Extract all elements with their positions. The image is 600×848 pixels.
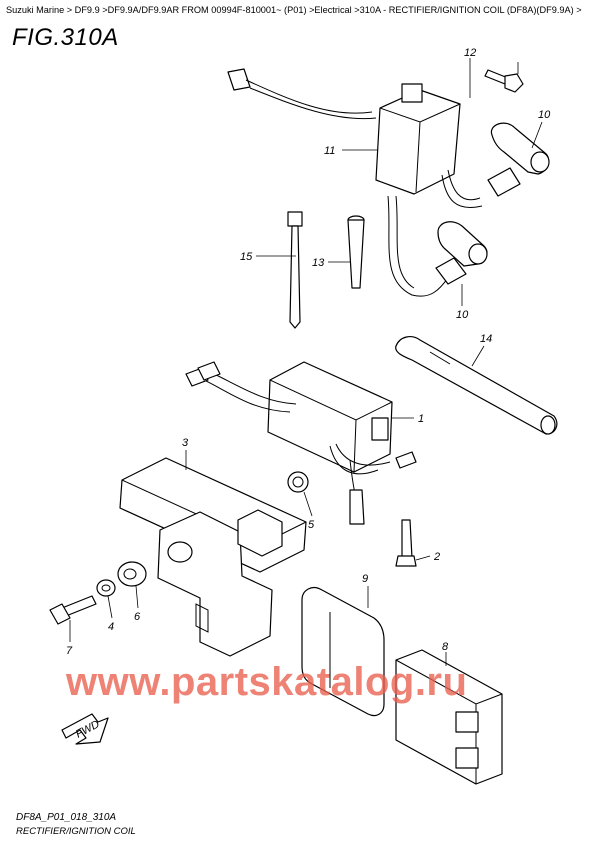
- part-2-bolt[interactable]: [395, 519, 417, 567]
- leader-lines: [69, 58, 543, 666]
- part-4-washer[interactable]: [96, 579, 116, 597]
- callout-3: 3: [182, 437, 189, 449]
- part-10-plug-cap-upper[interactable]: [487, 122, 550, 197]
- part-1-rectifier[interactable]: [185, 361, 417, 525]
- part-14-protector[interactable]: [395, 336, 558, 435]
- part-8-regulator[interactable]: [395, 649, 503, 785]
- callout-4: 4: [108, 621, 114, 633]
- part-15-cable-tie[interactable]: [287, 211, 303, 329]
- fwd-arrow-icon: FWD: [61, 713, 109, 745]
- part-10-plug-cap-lower[interactable]: [435, 221, 488, 285]
- callout-labels: 12 10 11 15 13 10 14 1 3 5 2 9 6 4 7 8: [66, 47, 551, 657]
- callout-13: 13: [312, 257, 325, 269]
- part-7-bolt[interactable]: [49, 595, 97, 625]
- callout-10-upper: 10: [538, 109, 551, 121]
- callout-6: 6: [134, 611, 141, 623]
- callout-7: 7: [66, 645, 73, 657]
- diagram-caption: RECTIFIER/IGNITION COIL: [16, 826, 136, 837]
- callout-1: 1: [418, 413, 424, 425]
- breadcrumb: Suzuki Marine > DF9.9 >DF9.9A/DF9.9AR FR…: [6, 5, 582, 15]
- callout-5: 5: [308, 519, 315, 531]
- part-5-grommet[interactable]: [287, 471, 309, 493]
- part-6-grommet[interactable]: [117, 561, 147, 587]
- callout-2: 2: [433, 551, 440, 563]
- figure-title: FIG.310A: [12, 24, 119, 51]
- callout-15: 15: [240, 251, 253, 263]
- watermark: www.partskatalog.ru: [66, 660, 468, 704]
- callout-12: 12: [464, 47, 476, 59]
- callout-11: 11: [324, 145, 335, 157]
- part-11-ignition-coil[interactable]: [227, 68, 483, 297]
- callout-9: 9: [362, 573, 368, 585]
- part-12-bolt[interactable]: [484, 69, 524, 93]
- diagram-code: DF8A_P01_018_310A: [16, 812, 117, 823]
- callout-10-lower: 10: [456, 309, 469, 321]
- part-13-sleeve[interactable]: [347, 215, 365, 289]
- part-3-bracket[interactable]: [119, 457, 307, 657]
- callout-8: 8: [442, 641, 449, 653]
- part-9-cover[interactable]: [301, 587, 385, 717]
- callout-14: 14: [480, 333, 492, 345]
